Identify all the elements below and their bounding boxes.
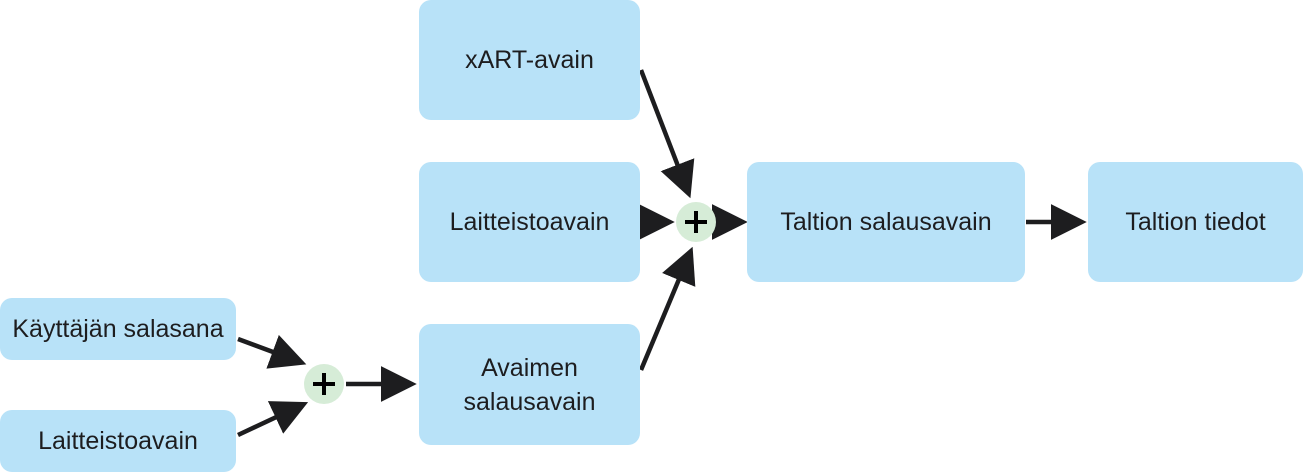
keybag-key-box: Avaimen salausavain [419, 324, 640, 445]
arrow-hardware-to-plus [237, 401, 309, 438]
hardware-key-box-bottom: Laitteistoavain [0, 410, 236, 472]
combine-node-right [676, 202, 716, 242]
volume-key-box: Taltion salausavain [747, 162, 1025, 282]
hardware-key-label-middle: Laitteistoavain [449, 208, 610, 236]
volume-data-box: Taltion tiedot [1088, 162, 1303, 282]
keybag-key-label-line1: Avaimen [481, 353, 578, 382]
hardware-key-box-middle: Laitteistoavain [419, 162, 640, 282]
arrow-xart-to-plus [638, 69, 695, 199]
plus-icon [313, 373, 335, 395]
volume-data-label: Taltion tiedot [1125, 208, 1266, 236]
arrow-password-to-plus [237, 334, 307, 369]
hardware-key-label-bottom: Laitteistoavain [38, 427, 198, 455]
combine-node-left [304, 364, 344, 404]
user-password-box: Käyttäjän salasana [0, 298, 236, 360]
xart-key-label: xART-avain [465, 46, 594, 74]
keybag-key-label-line2: salausavain [463, 387, 596, 416]
arrow-keybag-key-to-plus [638, 246, 696, 371]
plus-icon [685, 211, 707, 233]
volume-key-label: Taltion salausavain [780, 208, 992, 236]
xart-key-box: xART-avain [419, 0, 640, 120]
user-password-label: Käyttäjän salasana [12, 315, 224, 343]
